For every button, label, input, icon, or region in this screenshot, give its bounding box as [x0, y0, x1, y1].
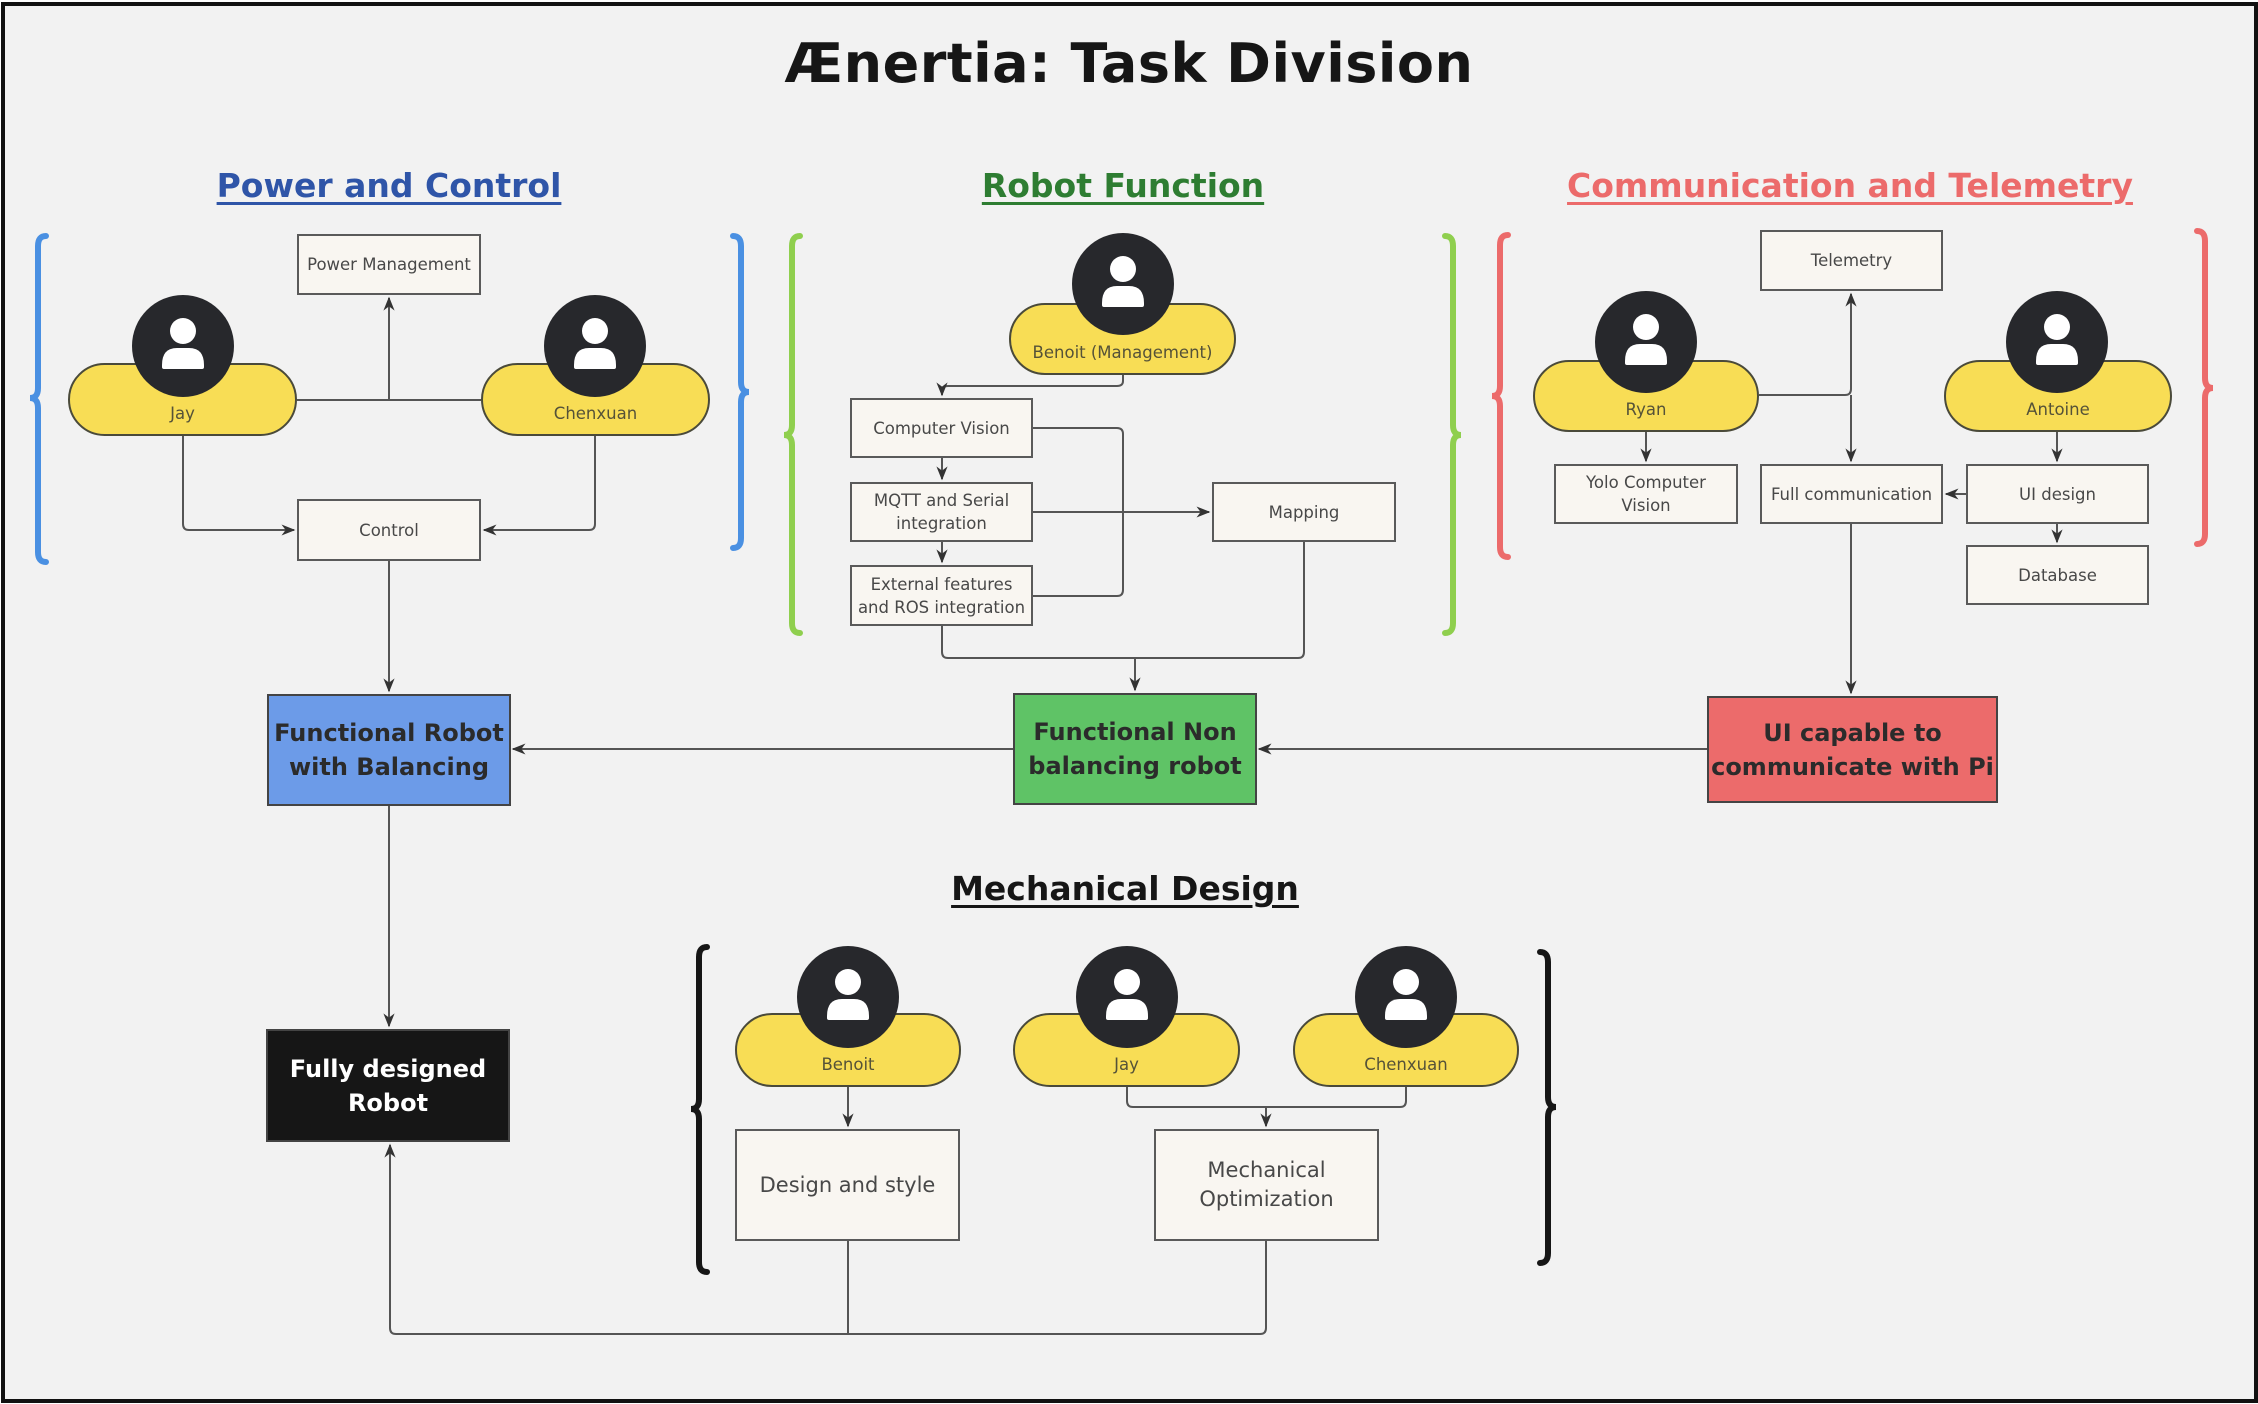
member-name: Antoine [2026, 400, 2090, 419]
member-name: Jay [1114, 1055, 1139, 1074]
bracket-power-right [730, 233, 750, 551]
milestone-balancing[interactable]: Functional Robot with Balancing [267, 694, 511, 806]
task-yolo-cv[interactable]: Yolo Computer Vision [1554, 464, 1738, 524]
member-benoit-management[interactable]: Benoit (Management) [1009, 303, 1236, 375]
bracket-mech-right [1537, 949, 1557, 1266]
avatar-user-icon [1595, 291, 1697, 393]
milestone-ui-pi[interactable]: UI capable to communicate with Pi [1707, 696, 1998, 803]
bracket-comm-right [2194, 228, 2214, 547]
task-design-and-style[interactable]: Design and style [735, 1129, 960, 1241]
connector-mech-to-final [390, 1145, 1267, 1335]
bracket-power-left [29, 233, 49, 565]
connector-benoit-to-computer-vision [936, 375, 1124, 397]
member-name: Chenxuan [553, 404, 638, 423]
task-power-management[interactable]: Power Management [297, 234, 481, 295]
task-full-communication[interactable]: Full communication [1760, 464, 1943, 524]
connector-external-to-bus [941, 542, 1305, 659]
task-control[interactable]: Control [297, 499, 481, 561]
section-title-power: Power and Control [216, 166, 562, 205]
member-name: Jay [170, 404, 195, 423]
task-external-ros[interactable]: External features and ROS integration [850, 565, 1033, 626]
task-mapping[interactable]: Mapping [1212, 482, 1396, 542]
avatar-user-icon [1355, 946, 1457, 1048]
section-title-robot: Robot Function [981, 166, 1265, 205]
avatar-user-icon [544, 295, 646, 397]
member-name: Benoit [821, 1055, 875, 1074]
task-telemetry[interactable]: Telemetry [1760, 230, 1943, 291]
avatar-user-icon [1072, 233, 1174, 335]
bracket-mech-left [690, 944, 710, 1275]
section-title-comm: Communication and Telemetry [1567, 166, 2133, 205]
task-database[interactable]: Database [1966, 545, 2149, 605]
bracket-robot-left [783, 233, 803, 636]
section-title-mech: Mechanical Design [951, 869, 1299, 908]
avatar-user-icon [1076, 946, 1178, 1048]
avatar-user-icon [797, 946, 899, 1048]
member-name: Ryan [1625, 400, 1667, 419]
task-mechanical-optimization[interactable]: Mechanical Optimization [1154, 1129, 1379, 1241]
bracket-comm-left [1491, 232, 1511, 560]
milestone-non-balancing[interactable]: Functional Non balancing robot [1013, 693, 1257, 805]
connector-chenxuan-to-control [482, 436, 596, 536]
member-name: Chenxuan [1364, 1055, 1448, 1074]
bracket-robot-right [1442, 233, 1462, 636]
task-mqtt-serial[interactable]: MQTT and Serial integration [850, 482, 1033, 542]
connector-jay-to-control [182, 436, 296, 536]
milestone-fully-designed[interactable]: Fully designed Robot [266, 1029, 510, 1142]
connector-jay-chenxuan-to-mech-opt [1126, 1087, 1407, 1108]
avatar-user-icon [2006, 291, 2108, 393]
task-computer-vision[interactable]: Computer Vision [850, 398, 1033, 458]
page-title: Ænertia: Task Division [784, 32, 1474, 95]
task-ui-design[interactable]: UI design [1966, 464, 2149, 524]
avatar-user-icon [132, 295, 234, 397]
member-name: Benoit (Management) [1032, 343, 1213, 362]
connector-ryan-to-telemetry [1759, 292, 1857, 396]
